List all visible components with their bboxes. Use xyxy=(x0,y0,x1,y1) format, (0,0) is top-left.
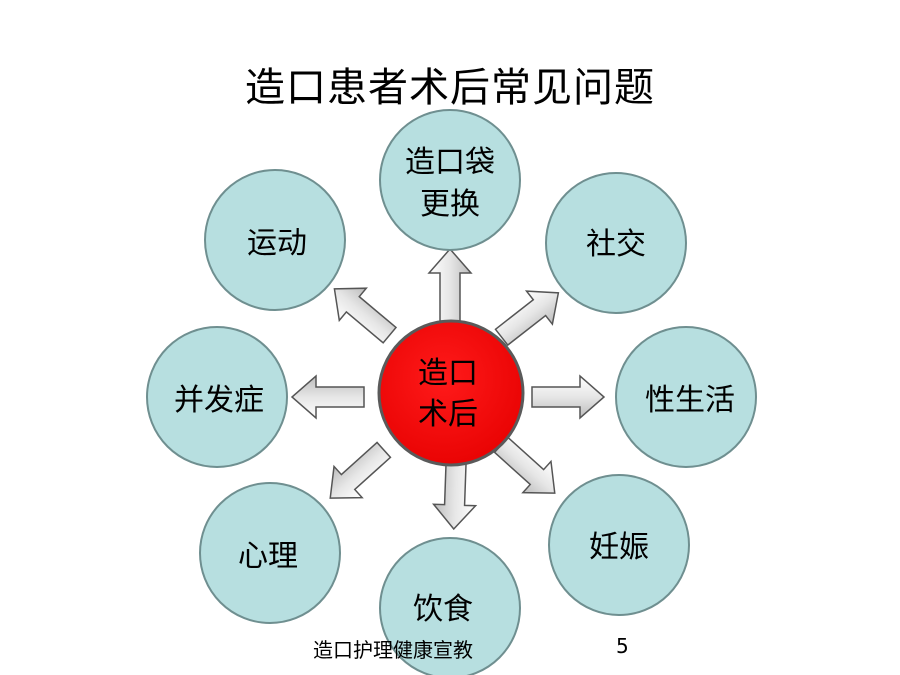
node-diet: 饮食 xyxy=(379,537,521,675)
center-node: 造口 术后 xyxy=(377,319,525,467)
center-label-line1: 造口 xyxy=(418,356,478,391)
node-pouch-change-line1: 造口袋 xyxy=(405,145,495,180)
node-social: 社交 xyxy=(545,172,687,314)
node-pouch-change: 造口袋 更换 xyxy=(379,109,521,251)
node-exercise-label: 运动 xyxy=(247,226,307,261)
center-label-line2: 术后 xyxy=(418,397,478,432)
node-complication-label: 并发症 xyxy=(174,383,264,418)
arrow-down-left xyxy=(329,441,392,499)
arrow-down xyxy=(431,455,478,531)
node-psychology: 心理 xyxy=(199,482,341,624)
node-pouch-change-line2: 更换 xyxy=(420,187,480,222)
arrow-up-right xyxy=(494,290,560,347)
node-exercise: 运动 xyxy=(204,169,346,311)
arrow-up-left xyxy=(333,287,398,344)
arrow-down-right xyxy=(493,436,556,494)
slide-title: 造口患者术后常见问题 xyxy=(245,65,655,111)
node-diet-label: 饮食 xyxy=(413,592,473,627)
node-pregnancy-label: 妊娠 xyxy=(589,530,649,565)
page-number: 5 xyxy=(616,634,629,658)
node-psychology-label: 心理 xyxy=(238,539,298,574)
arrow-left xyxy=(290,374,365,420)
arrow-up xyxy=(427,247,473,322)
arrow-right xyxy=(531,374,606,420)
node-social-label: 社交 xyxy=(586,227,646,262)
node-complication: 并发症 xyxy=(146,326,288,468)
node-sex-life: 性生活 xyxy=(615,326,757,468)
node-pregnancy: 妊娠 xyxy=(548,474,690,616)
node-sex-life-label: 性生活 xyxy=(645,383,735,418)
footer-text: 造口护理健康宣教 xyxy=(313,638,473,662)
